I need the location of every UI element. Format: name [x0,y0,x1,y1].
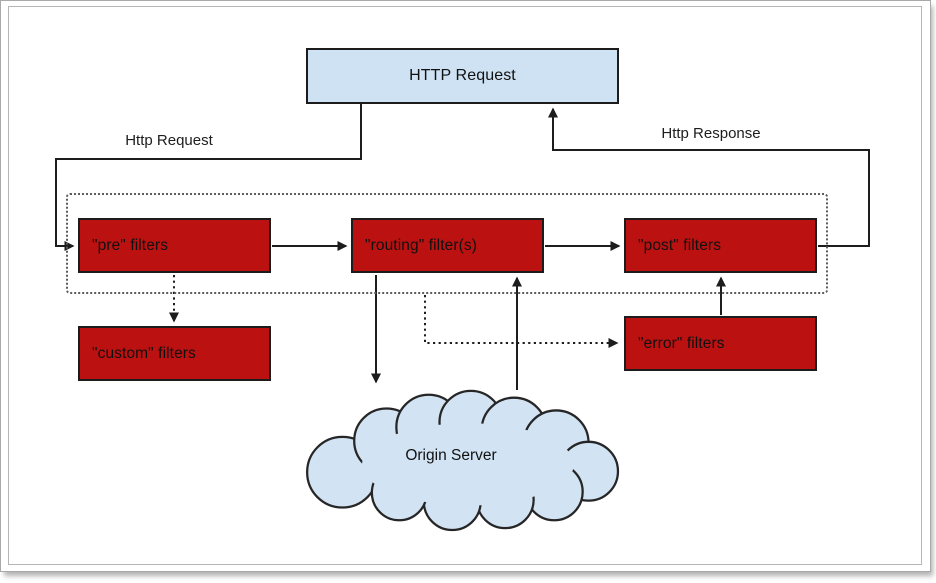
routing-filters-box: "routing" filter(s) [351,218,544,273]
routing-filters-label: "routing" filter(s) [365,236,477,254]
post-filters-box: "post" filters [624,218,817,273]
error-filters-label: "error" filters [638,334,725,352]
pre-filters-label: "pre" filters [92,236,169,254]
http-request-box: HTTP Request [306,48,619,104]
pre-filters-box: "pre" filters [78,218,271,273]
custom-filters-box: "custom" filters [78,326,271,381]
custom-filters-label: "custom" filters [92,344,196,362]
filter-chain-container [66,193,828,294]
error-filters-box: "error" filters [624,316,817,371]
http-request-box-label: HTTP Request [409,67,516,84]
origin-server-label: Origin Server [405,447,497,464]
http-request-edge-label: Http Request [125,132,213,149]
post-filters-label: "post" filters [638,236,722,254]
page-sheet: HTTP Request "pre" filters "routing" fil… [0,0,931,572]
origin-server-cloud [306,389,620,532]
edge-dotted-to-error [424,295,619,348]
http-response-edge-label: Http Response [661,125,761,142]
